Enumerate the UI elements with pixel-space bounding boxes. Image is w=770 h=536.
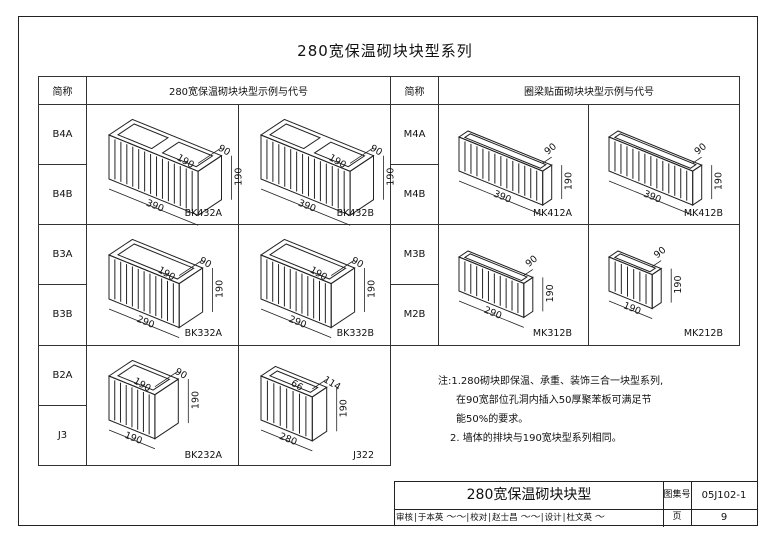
dim-height: 190	[339, 399, 350, 417]
dim-depth-a: 190	[131, 375, 152, 394]
page-number: 9	[691, 509, 758, 526]
code-b4a: B4A	[38, 103, 87, 165]
dim-depth-a: 190	[327, 152, 348, 171]
note-line-4: 2. 墙体的排块与190宽块型系列相同。	[450, 433, 622, 444]
code-b3a: B3A	[38, 224, 87, 286]
figure-label: MK412A	[533, 208, 573, 219]
dim-depth-a: 66	[289, 377, 305, 393]
figure-label: MK312B	[533, 328, 572, 339]
code-b3b: B3B	[38, 284, 87, 346]
figure-label: BK332A	[185, 328, 223, 339]
dim-depth: 90	[652, 245, 668, 261]
figure-label: BK432B	[337, 208, 374, 219]
dim-depth-a: 190	[156, 265, 177, 284]
dim-depth-b: 90	[216, 142, 232, 158]
figure-label: BK432A	[185, 208, 223, 219]
review-label: 审核	[396, 513, 414, 523]
dim-height: 190	[190, 390, 201, 408]
title-block: 280宽保温砌块块型 图集号 05J102-1 页 9 审核|于本英〜〜|校对|…	[394, 481, 758, 527]
title-block-title: 280宽保温砌块块型	[395, 482, 664, 510]
check-signature: 〜〜	[519, 512, 540, 523]
page-label: 页	[663, 509, 692, 526]
dim-height: 190	[367, 280, 378, 298]
figure-label: J322	[352, 450, 374, 461]
code-b4b: B4B	[38, 163, 87, 226]
dim-depth-a: 190	[175, 152, 196, 171]
signature-row: 审核|于本英〜〜|校对|赵士昌〜〜|设计|杜文英〜	[395, 509, 664, 527]
dim-height: 190	[564, 172, 575, 190]
dim-depth-b: 90	[368, 142, 384, 158]
check-name: 赵士昌	[492, 513, 518, 523]
check-label: 校对	[470, 513, 488, 523]
code-m4b: M4B	[390, 163, 439, 226]
review-name: 于本英	[417, 513, 444, 523]
header-left: 280宽保温砌块块型示例与代号	[86, 76, 391, 105]
dim-depth-b: 114	[321, 374, 342, 393]
figure-label: MK212B	[684, 328, 723, 339]
dim-depth-a: 190	[308, 265, 329, 284]
dim-depth-b: 90	[173, 366, 189, 382]
header-right: 圈梁贴面砌块块型示例与代号	[438, 76, 740, 105]
dim-depth: 90	[543, 141, 559, 157]
note-line-2: 在90宽部位孔洞内插入50厚聚苯板可满足节	[456, 395, 652, 406]
figure-label: BK332B	[337, 328, 374, 339]
atlas-label: 图集号	[663, 482, 692, 510]
figure-label: MK412B	[684, 208, 723, 219]
dim-depth-b: 90	[349, 255, 365, 271]
code-b2a: B2A	[38, 344, 87, 406]
dim-depth: 90	[693, 141, 709, 157]
dim-depth: 90	[524, 254, 540, 270]
header-code2: 简称	[390, 76, 439, 105]
code-j3: J3	[38, 404, 87, 467]
design-name: 杜文英	[566, 513, 592, 523]
design-label: 设计	[544, 513, 562, 523]
block-table: 简称 280宽保温砌块块型示例与代号 简称 圈梁贴面砌块块型示例与代号 B4A …	[38, 76, 740, 467]
note-line-1: 注:1.280砌块即保温、承重、装饰三合一块型系列,	[438, 376, 664, 387]
notes: 注:1.280砌块即保温、承重、装饰三合一块型系列, 在90宽部位孔洞内插入50…	[438, 372, 663, 448]
figure-label: BK232A	[185, 450, 223, 461]
dim-depth-b: 90	[197, 255, 213, 271]
atlas-number: 05J102-1	[691, 482, 758, 510]
page-title: 280宽保温砌块块型系列	[297, 42, 473, 60]
dim-height: 190	[673, 275, 684, 293]
review-signature: 〜〜	[445, 512, 466, 523]
drawing-frame	[18, 16, 758, 526]
code-m4a: M4A	[390, 103, 439, 165]
header-code: 简称	[38, 76, 87, 105]
dim-height: 190	[714, 172, 725, 190]
code-m3b: M3B	[390, 224, 439, 286]
dim-height: 190	[215, 280, 226, 298]
dim-height: 190	[545, 284, 556, 302]
note-line-3: 能50%的要求。	[456, 414, 529, 425]
design-signature: 〜	[593, 512, 604, 523]
code-m2b: M2B	[390, 284, 439, 346]
